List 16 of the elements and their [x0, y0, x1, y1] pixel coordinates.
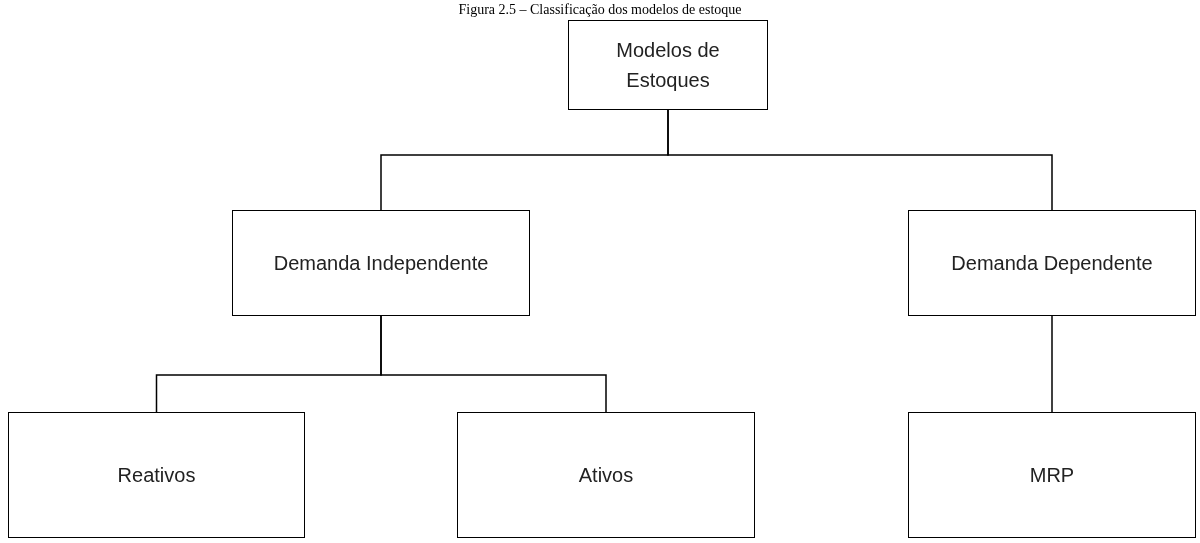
connector-line: [380, 315, 607, 413]
category-box: [8, 412, 305, 538]
box-label: Modelos de Estoques: [615, 38, 721, 93]
connector-line: [1051, 315, 1053, 413]
box-label: Demanda Dependente: [950, 251, 1154, 276]
box-label: MRP: [1028, 463, 1076, 488]
category-box: [568, 20, 768, 110]
box-label: Reativos: [116, 463, 197, 488]
category-box: [232, 210, 530, 316]
box-label: Ativos: [577, 463, 635, 488]
figure-title: Figura 2.5 – Classificação dos modelos de estoque: [458, 2, 742, 17]
category-box: [908, 412, 1196, 538]
category-box: [908, 210, 1196, 316]
box-label: Demanda Independente: [272, 251, 490, 276]
category-box: [457, 412, 755, 538]
connector-line: [667, 109, 1053, 211]
